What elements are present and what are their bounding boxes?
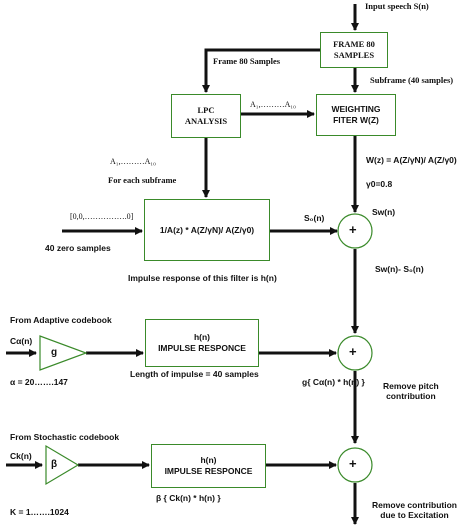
w-formula-label: W(z) = A(Z/γN)/ A(Z/γ0): [366, 155, 457, 165]
sum-2-symbol: +: [349, 344, 357, 359]
weighting-filter-box: WEIGHTING FITER W(Z): [316, 94, 396, 136]
impulse-box-1-line2: IMPULSE RESPONCE: [158, 343, 246, 353]
s0n-label: S₀(n): [304, 213, 325, 223]
lpc-box-line1: LPC: [197, 105, 215, 116]
impulse-box-1-line1: h(n): [193, 332, 211, 343]
gain-beta-triangle: [45, 444, 80, 486]
weighting-box-line2: FITER W(Z): [333, 115, 379, 125]
swn-label: Sw(n): [372, 207, 396, 217]
sum-3-symbol: +: [349, 456, 357, 471]
sum-node-1: [337, 213, 373, 249]
frame-box-line1: FRAME 80: [333, 39, 375, 50]
remove-excitation-label: Remove contribution due to Excitation: [372, 500, 458, 521]
lpc-analysis-box: LPC ANALYSIS: [171, 94, 241, 138]
from-adaptive-label: From Adaptive codebook: [10, 315, 112, 325]
k-range-label: K = 1…….1024: [10, 507, 69, 517]
weighting-box-line1: WEIGHTING: [331, 104, 381, 115]
c-alpha-label: Cα(n): [10, 336, 33, 346]
zeros-vector-label: [0,0,…………….0]: [70, 212, 134, 221]
remove-pitch-label: Remove pitch contribution: [383, 381, 439, 402]
gain-g-label: g: [51, 347, 58, 358]
impulse-response-box-2: h(n) IMPULSE RESPONCE: [151, 444, 266, 488]
remove-excitation-line2: due to Excitation: [380, 509, 449, 520]
impulse-note-label: Impulse response of this filter is h(n): [128, 273, 277, 283]
coeffs-top-label: A₁,………A₁₀: [250, 100, 296, 109]
lpc-box-line2: ANALYSIS: [184, 116, 228, 126]
g-conv-label: g{ Cα(n) * h(n) }: [302, 377, 365, 387]
filter-box-text: 1/A(z) * A(Z/γN)/ A(Z/γ0): [159, 224, 255, 235]
input-speech-label: Input speech S(n): [365, 1, 429, 11]
remove-pitch-line1: Remove pitch: [383, 381, 439, 391]
frame-box: FRAME 80 SAMPLES: [320, 32, 388, 68]
c-k-label: Ck(n): [10, 451, 32, 461]
subframe-label: Subframe (40 samples): [370, 75, 454, 85]
gain-g-triangle: [39, 335, 88, 371]
from-stochastic-label: From Stochastic codebook: [10, 432, 120, 442]
sum-1-symbol: +: [349, 222, 357, 237]
remove-pitch-line2: contribution: [386, 390, 436, 401]
impulse-box-2-line2: IMPULSE RESPONCE: [164, 466, 253, 476]
for-each-subframe-label: For each subframe: [108, 175, 177, 185]
beta-conv-label: β { Ck(n) * h(n) }: [156, 493, 221, 503]
frame-to-lpc-arrow: [202, 48, 320, 93]
length-impulse-label: Length of impulse = 40 samples: [130, 369, 259, 379]
frame-80-samples-label: Frame 80 Samples: [213, 56, 281, 66]
synthesis-filter-box: 1/A(z) * A(Z/γN)/ A(Z/γ0): [144, 199, 270, 261]
alpha-range-label: α = 20…….147: [10, 377, 68, 387]
remove-excitation-line1: Remove contribution: [372, 500, 458, 510]
gamma0-label: γ0=0.8: [366, 179, 393, 189]
sw-minus-s0-label: Sw(n)- S₀(n): [375, 264, 424, 274]
impulse-response-box-1: h(n) IMPULSE RESPONCE: [145, 319, 259, 367]
sum-node-3: [337, 447, 373, 483]
gain-beta-label: β: [51, 459, 58, 470]
zero-samples-label: 40 zero samples: [45, 243, 111, 253]
sum-node-2: [337, 335, 373, 371]
impulse-box-2-line1: h(n): [200, 455, 217, 466]
frame-box-line2: SAMPLES: [333, 50, 375, 60]
coeffs-left-label: A₁,………A₁₀: [110, 157, 156, 166]
